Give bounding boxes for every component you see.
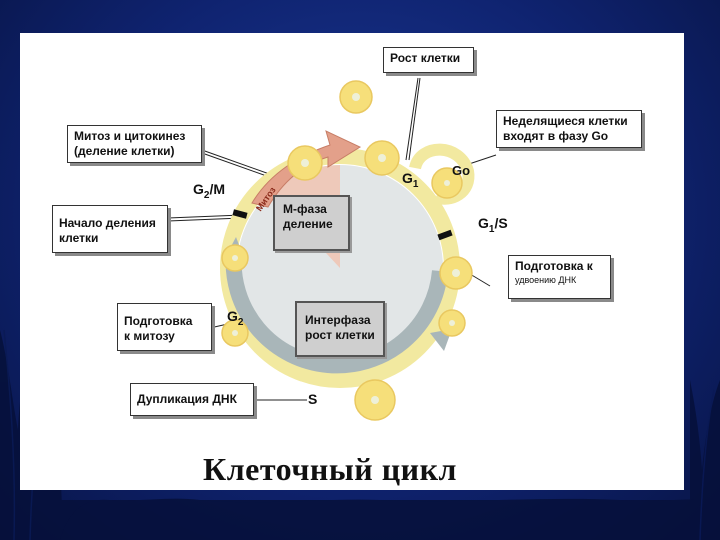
label-cell-growth: Рост клетки bbox=[383, 47, 474, 73]
phase-g2: G2 bbox=[227, 308, 244, 328]
connector-mitosis bbox=[201, 149, 276, 177]
connector-cell-growth bbox=[405, 77, 419, 161]
phase-g1s: G1/S bbox=[478, 215, 508, 235]
label-mitosis-cytokinesis: Митоз и цитокинез (деление клетки) bbox=[67, 125, 202, 163]
slide-title: Клеточный цикл bbox=[203, 451, 457, 487]
m-phase-box: М-фаза деление bbox=[273, 195, 350, 251]
connector-division-start bbox=[167, 214, 243, 219]
checkpoint-g2m-marker bbox=[232, 209, 248, 219]
phase-g2m: G2/M bbox=[193, 181, 226, 201]
label-mitosis-prep: Подготовка к митозу bbox=[117, 303, 212, 351]
label-dna-replication-prep: Подготовка к удвоению ДНК bbox=[508, 255, 611, 299]
interphase-box: Интерфаза рост клетки bbox=[295, 301, 385, 357]
label-non-dividing-cells: Неделящиеся клетки входят в фазу Go bbox=[496, 110, 642, 148]
checkpoint-g1s-marker bbox=[437, 229, 453, 241]
phase-go: Go bbox=[452, 163, 471, 178]
label-division-start: Начало деления клетки bbox=[52, 205, 168, 253]
label-dna-duplication: Дупликация ДНК bbox=[130, 383, 254, 416]
interphase-arrow-band bbox=[225, 252, 448, 374]
phase-g1: G1 bbox=[402, 170, 419, 190]
phase-s: S bbox=[308, 391, 318, 407]
mitosis-arrow bbox=[251, 130, 362, 208]
diagram-panel: Митоз Рост клетки Митоз и цитокинез (дел… bbox=[20, 33, 684, 490]
